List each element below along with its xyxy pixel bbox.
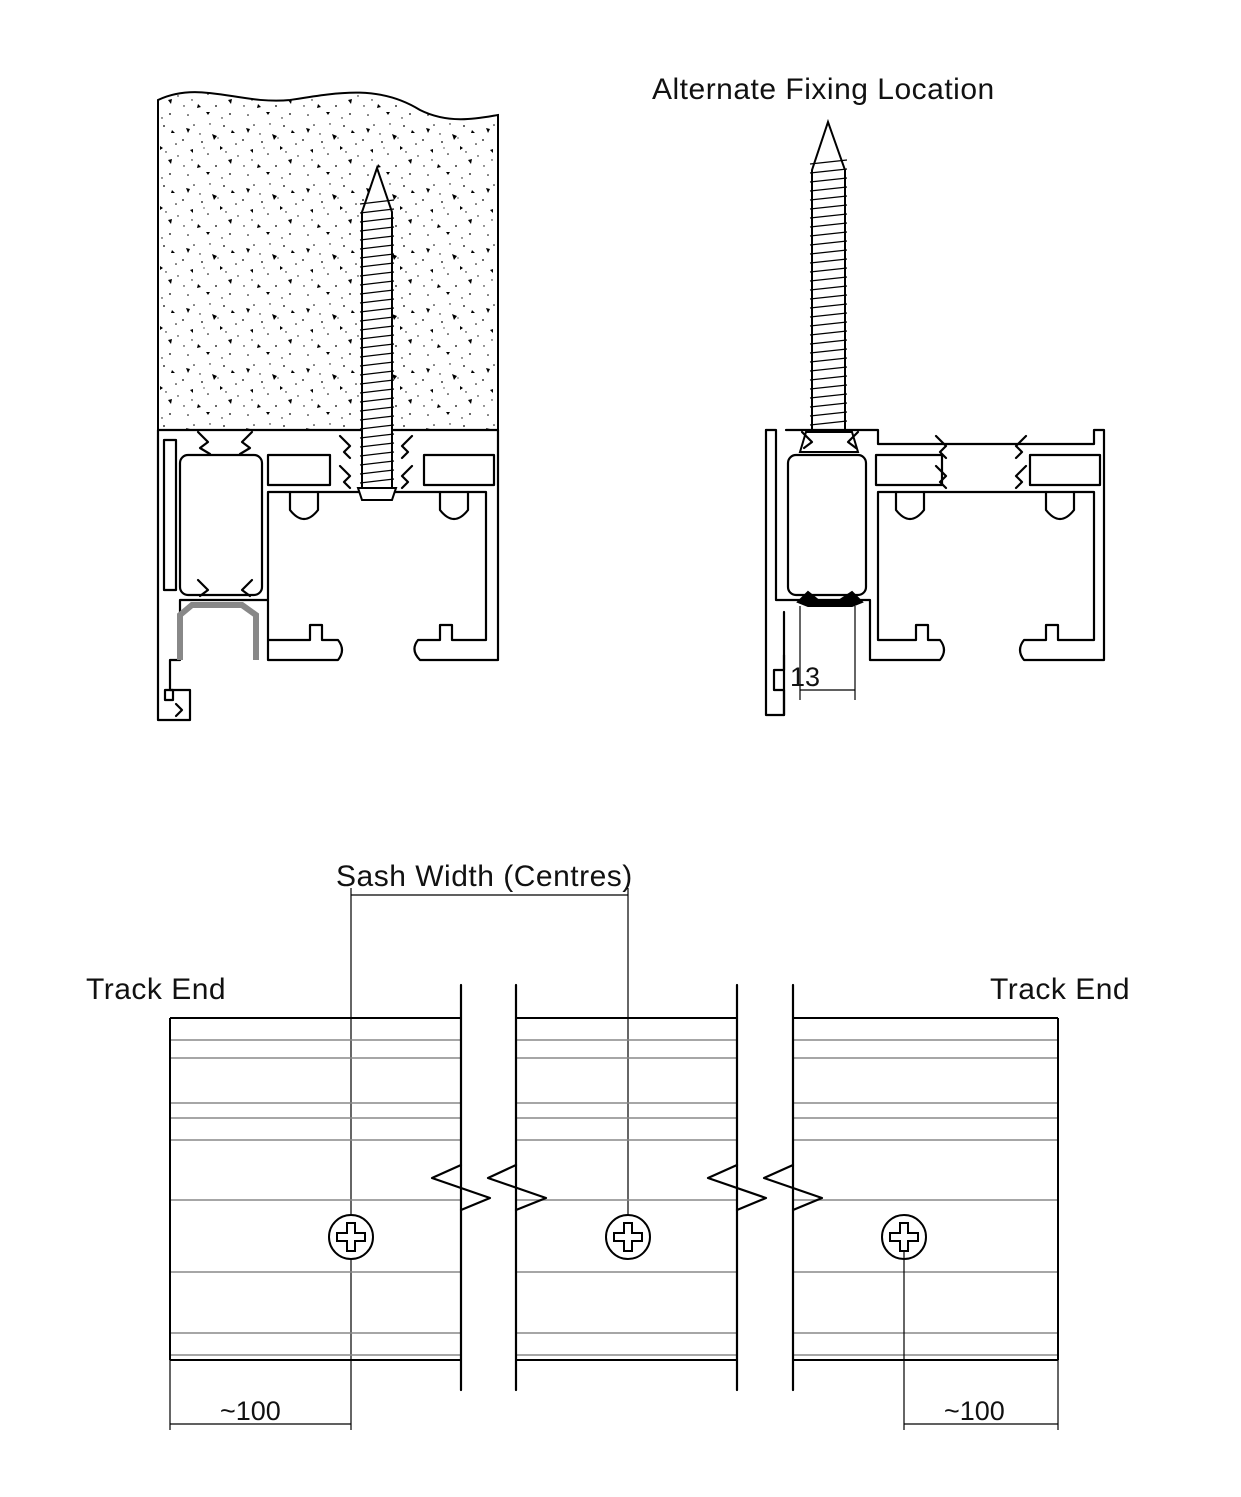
right-screw bbox=[798, 118, 860, 453]
dim-100-left-label: ~100 bbox=[220, 1396, 281, 1426]
thread-line bbox=[359, 280, 395, 286]
thread-line bbox=[359, 334, 395, 340]
alternate-fixing-label: Alternate Fixing Location bbox=[652, 73, 995, 106]
left-frame-profile bbox=[156, 428, 500, 722]
thread-line bbox=[359, 433, 395, 439]
thread-line bbox=[809, 177, 848, 183]
thread-line bbox=[359, 379, 395, 385]
screw-head-icon bbox=[328, 1214, 374, 1260]
thread-line bbox=[809, 186, 848, 192]
thread-line bbox=[359, 325, 395, 331]
track-segment bbox=[169, 1017, 461, 1361]
thread-line bbox=[809, 159, 848, 165]
track-segment bbox=[516, 1017, 737, 1361]
thread-line bbox=[359, 271, 395, 277]
thread-line bbox=[809, 168, 848, 174]
concrete-substrate bbox=[157, 91, 499, 431]
left-screw bbox=[356, 164, 398, 501]
right-frame-profile bbox=[764, 428, 1106, 717]
thread-line bbox=[809, 195, 848, 201]
thread-line bbox=[809, 231, 848, 237]
thread-line bbox=[809, 213, 848, 219]
thread-line bbox=[359, 235, 395, 241]
left-grey-gasket bbox=[177, 602, 259, 660]
thread-line bbox=[809, 249, 848, 255]
thread-line bbox=[359, 226, 395, 232]
thread-line bbox=[359, 208, 395, 214]
thread-line bbox=[359, 289, 395, 295]
thread-line bbox=[359, 352, 395, 358]
thread-line bbox=[359, 343, 395, 349]
thread-line bbox=[359, 415, 395, 421]
thread-line bbox=[809, 204, 848, 210]
thread-line bbox=[809, 411, 848, 417]
thread-line bbox=[809, 384, 848, 390]
thread-line bbox=[359, 262, 395, 268]
dimension-13: 13 bbox=[790, 606, 856, 700]
thread-line bbox=[809, 375, 848, 381]
thread-line bbox=[809, 240, 848, 246]
thread-line bbox=[359, 307, 395, 313]
thread-line bbox=[359, 361, 395, 367]
thread-line bbox=[809, 393, 848, 399]
thread-line bbox=[809, 402, 848, 408]
thread-line bbox=[809, 321, 848, 327]
thread-line bbox=[359, 298, 395, 304]
track-end-right-label: Track End bbox=[990, 973, 1130, 1006]
thread-line bbox=[809, 312, 848, 318]
right-section-detail: Alternate Fixing Location 13 bbox=[652, 73, 1106, 717]
thread-line bbox=[359, 451, 395, 457]
dim-100-left: ~100 bbox=[169, 1360, 351, 1430]
track-elevation: Sash Width (Centres) Track End Track End… bbox=[86, 860, 1130, 1430]
left-section-detail bbox=[156, 91, 500, 722]
dim-13-label: 13 bbox=[790, 662, 820, 692]
thread-line bbox=[809, 357, 848, 363]
thread-line bbox=[809, 366, 848, 372]
thread-line bbox=[359, 370, 395, 376]
dim-100-right-label: ~100 bbox=[944, 1396, 1005, 1426]
thread-line bbox=[359, 397, 395, 403]
thread-line bbox=[359, 253, 395, 259]
thread-line bbox=[359, 388, 395, 394]
thread-line bbox=[809, 339, 848, 345]
thread-line bbox=[359, 406, 395, 412]
thread-line bbox=[809, 294, 848, 300]
thread-line bbox=[809, 267, 848, 273]
thread-line bbox=[809, 276, 848, 282]
thread-line bbox=[809, 303, 848, 309]
thread-line bbox=[809, 222, 848, 228]
dim-100-right: ~100 bbox=[903, 1250, 1059, 1430]
thread-line bbox=[359, 217, 395, 223]
thread-line bbox=[359, 469, 395, 475]
thread-line bbox=[359, 316, 395, 322]
thread-line bbox=[809, 285, 848, 291]
thread-line bbox=[359, 442, 395, 448]
thread-line bbox=[809, 348, 848, 354]
thread-line bbox=[809, 258, 848, 264]
right-black-gasket bbox=[796, 590, 864, 607]
thread-line bbox=[359, 244, 395, 250]
thread-line bbox=[359, 199, 395, 205]
thread-line bbox=[359, 478, 395, 484]
thread-line bbox=[809, 330, 848, 336]
track-end-left-label: Track End bbox=[86, 973, 226, 1006]
thread-line bbox=[359, 424, 395, 430]
break-lines bbox=[430, 983, 824, 1392]
thread-line bbox=[809, 420, 848, 426]
track-segment bbox=[793, 1017, 1059, 1361]
screw-head-icon bbox=[605, 1214, 651, 1260]
sash-width-label: Sash Width (Centres) bbox=[336, 860, 633, 893]
thread-line bbox=[359, 460, 395, 466]
